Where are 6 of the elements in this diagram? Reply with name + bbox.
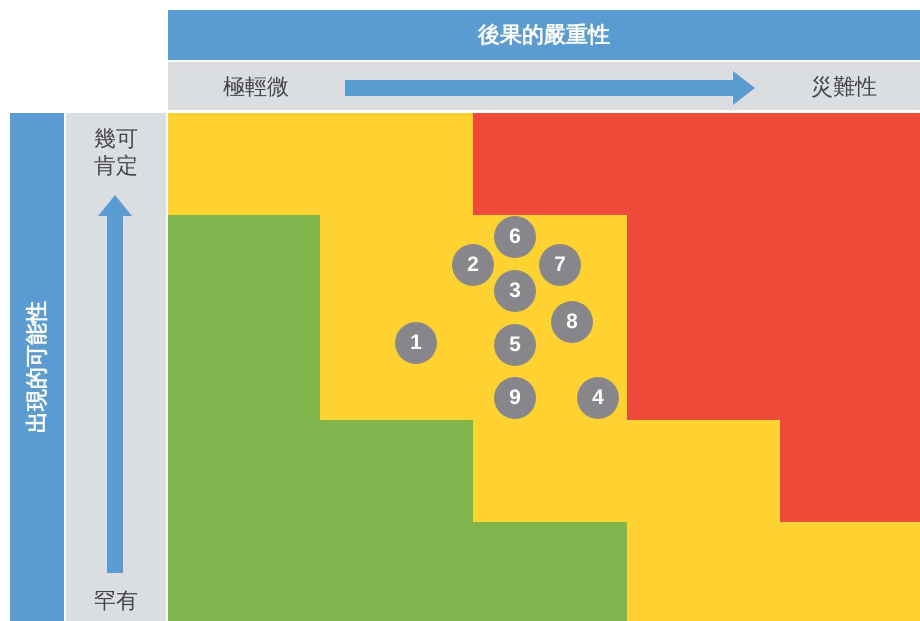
axis-title: 出現的可能性 [24, 301, 51, 433]
scale-label: 幾可肯定 [93, 126, 139, 180]
scale-label: 罕有 [94, 588, 138, 616]
scale-label: 極輕微 [223, 74, 289, 102]
axis-title: 後果的嚴重性 [478, 22, 610, 50]
scale-label: 災難性 [811, 74, 877, 102]
